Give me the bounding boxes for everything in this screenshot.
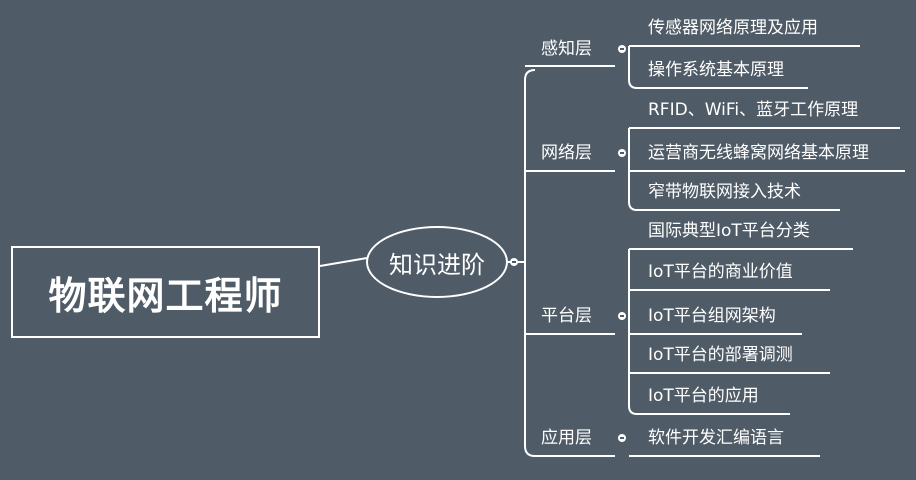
collapse-dot-platform[interactable]: [618, 312, 626, 320]
root-node[interactable]: 物联网工程师: [11, 246, 320, 338]
layer-label-network[interactable]: 网络层: [541, 143, 592, 163]
leaf-sensor-network[interactable]: 传感器网络原理及应用: [648, 18, 818, 38]
main-trunk: [524, 69, 536, 457]
layer-label-application[interactable]: 应用层: [541, 428, 592, 448]
center-node[interactable]: 知识进阶: [366, 226, 508, 298]
leaf-platform-value[interactable]: IoT平台的商业价值: [648, 262, 793, 282]
leaf-cellular[interactable]: 运营商无线蜂窝网络基本原理: [648, 143, 869, 163]
branch-platform: [628, 249, 638, 415]
leaf-platform-deployment[interactable]: IoT平台的部署调测: [648, 345, 793, 365]
collapse-dot-center[interactable]: [510, 258, 518, 266]
branch-network: [628, 128, 638, 211]
leaf-assembly-language[interactable]: 软件开发汇编语言: [648, 428, 784, 448]
collapse-dot-application[interactable]: [618, 434, 626, 442]
collapse-dot-sensing[interactable]: [618, 45, 626, 53]
layer-label-platform[interactable]: 平台层: [541, 306, 592, 326]
collapse-dot-network[interactable]: [618, 149, 626, 157]
leaf-platform-architecture[interactable]: IoT平台组网架构: [648, 306, 776, 326]
leaf-rfid-wifi-bt[interactable]: RFID、WiFi、蓝牙工作原理: [648, 100, 859, 120]
branch-sensing: [628, 46, 638, 89]
root-connector: [319, 257, 368, 267]
leaf-nb-iot[interactable]: 窄带物联网接入技术: [648, 182, 801, 202]
layer-label-sensing[interactable]: 感知层: [541, 39, 592, 59]
leaf-platform-application[interactable]: IoT平台的应用: [648, 386, 759, 406]
leaf-platform-types[interactable]: 国际典型IoT平台分类: [648, 221, 810, 241]
leaf-os-principles[interactable]: 操作系统基本原理: [648, 60, 784, 80]
